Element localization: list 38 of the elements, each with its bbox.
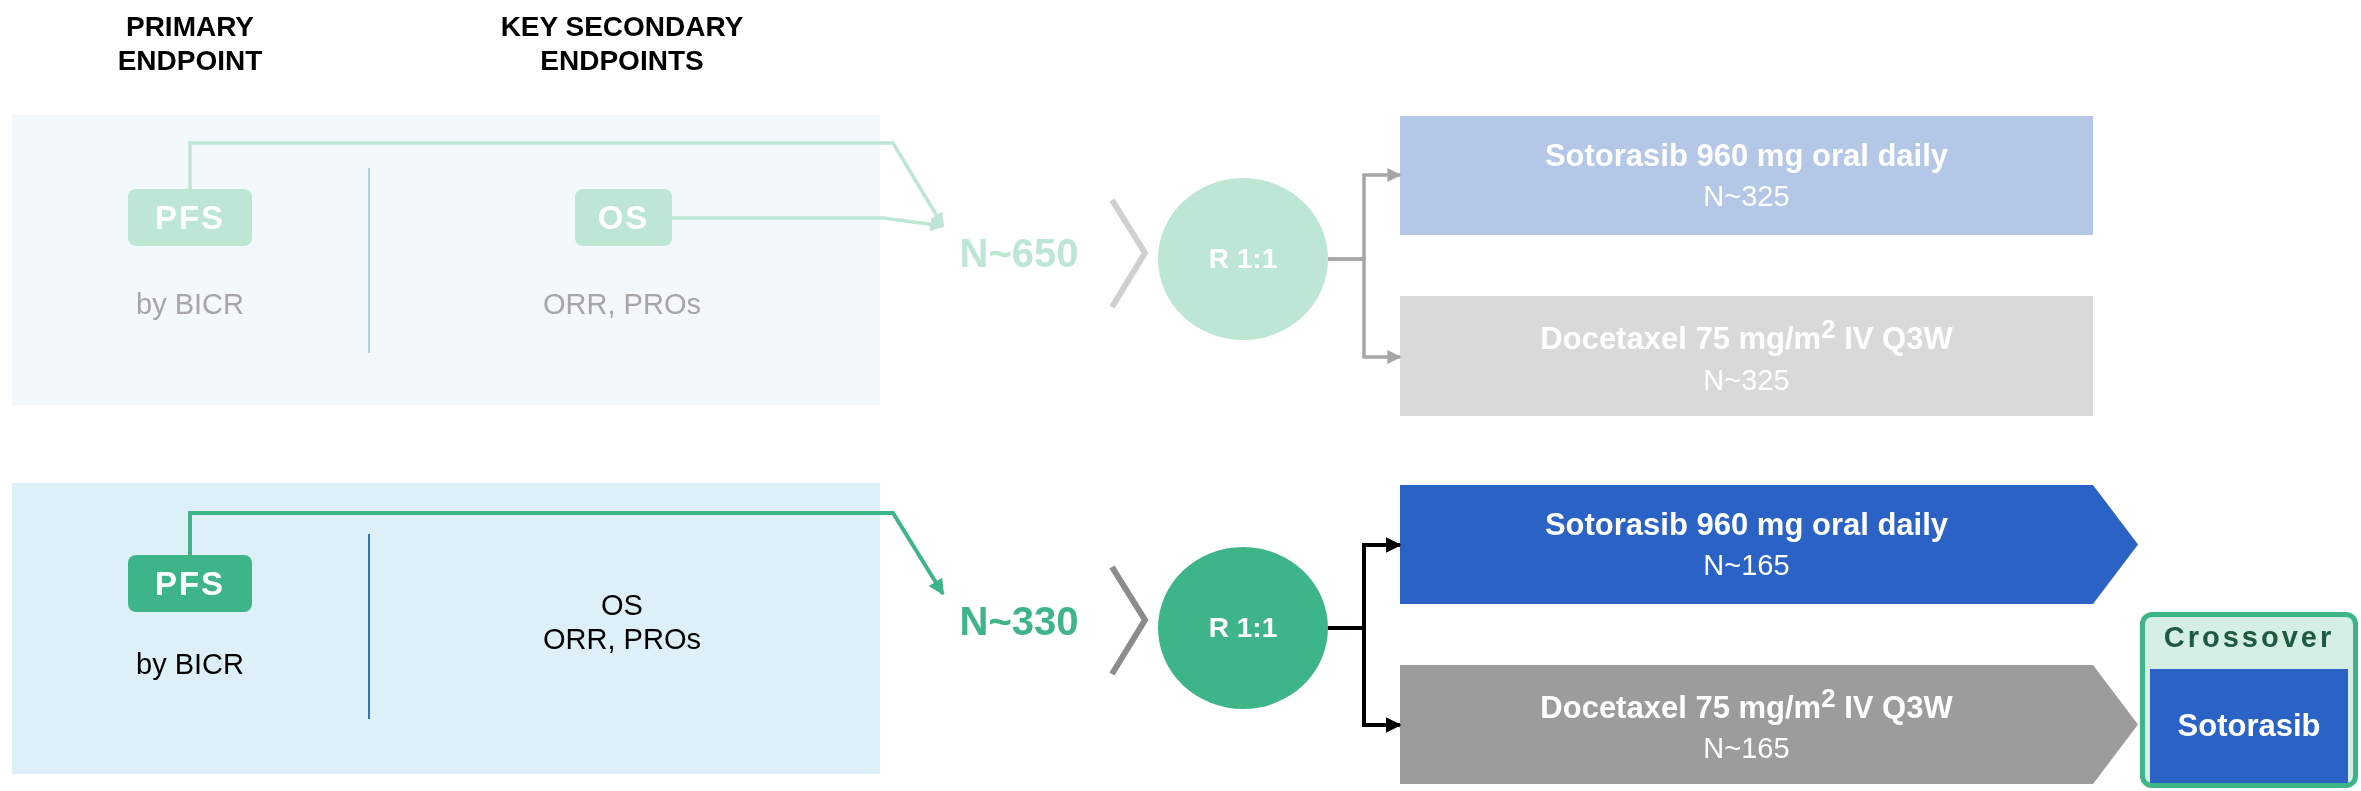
endpoint-note: by BICR: [135, 288, 245, 321]
randomization-label: R 1:1: [1208, 612, 1278, 644]
treatment-arrow-box: [1400, 665, 2138, 784]
endpoint-label: PFS: [154, 564, 226, 603]
endpoint-note: ORR, PROs: [542, 288, 702, 321]
endpoint-label: PFS: [154, 198, 226, 237]
treatment-arrow-box: [1400, 485, 2138, 604]
panel-background: [12, 483, 880, 774]
panel-background: [12, 115, 880, 405]
sample-size-label: N~330: [959, 598, 1079, 644]
sample-size-label: N~650: [959, 230, 1079, 276]
column-heading: PRIMARY ENDPOINT: [116, 10, 264, 78]
endpoint-tag: [128, 555, 252, 612]
column-heading: KEY SECONDARY ENDPOINTS: [499, 10, 745, 78]
randomization-label: R 1:1: [1208, 243, 1278, 275]
endpoint-note: by BICR: [135, 648, 245, 681]
treatment-box: [1400, 296, 2093, 416]
endpoint-tag: [575, 189, 672, 246]
treatment-box: [2150, 669, 2348, 783]
crossover-title: Crossover: [2163, 621, 2335, 654]
treatment-label: N~165: [1703, 732, 1790, 766]
connector-arrow: [672, 216, 945, 232]
connector-arrow: [1328, 257, 1402, 364]
connector-arrow: [188, 511, 945, 596]
connector-arrow: [188, 141, 945, 228]
endpoint-tag: [128, 189, 252, 246]
treatment-label: Sotorasib 960 mg oral daily: [1544, 138, 1949, 174]
treatment-label: Sotorasib: [2177, 708, 2321, 744]
endpoint-note: OS: [600, 588, 644, 623]
treatment-label: Sotorasib 960 mg oral daily: [1544, 507, 1949, 543]
treatment-label: Docetaxel 75 mg/m$^{2}$ IV Q3W: [1540, 683, 1953, 727]
treatment-box: [1400, 116, 2093, 235]
treatment-label: N~165: [1703, 549, 1790, 582]
connector-arrow: [1328, 626, 1402, 733]
crossover-box: [2140, 612, 2358, 788]
endpoint-note: ORR, PROs: [542, 622, 702, 657]
endpoint-label: OS: [597, 198, 650, 237]
treatment-label: N~325: [1703, 180, 1790, 213]
